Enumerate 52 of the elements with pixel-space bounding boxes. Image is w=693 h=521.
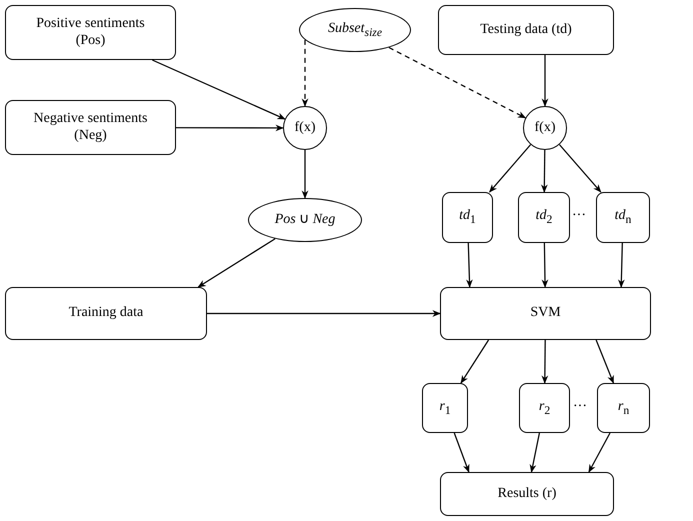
arrow (618, 242, 625, 288)
node-label: td$_{n}$ (614, 208, 632, 227)
arrow (302, 150, 308, 199)
node-label: f(x) (294, 120, 316, 136)
arrow (466, 242, 473, 288)
process-box (422, 383, 468, 433)
node-label: r$_{2}$ (538, 398, 550, 418)
arrow (541, 340, 548, 384)
process-box (597, 383, 650, 433)
node-label: SVM (530, 305, 561, 322)
node-label: r$_{1}$ (439, 398, 451, 418)
arrow (530, 432, 540, 473)
process-box (438, 5, 614, 55)
ellipsis-label: ··· (572, 208, 586, 224)
arrow (489, 144, 532, 193)
node-label: Positive sentiments (Pos) (35, 16, 146, 50)
arrow (207, 310, 441, 317)
arrow (588, 432, 611, 473)
arrow (454, 432, 470, 473)
ellipse-node (523, 106, 567, 150)
ellipsis-label: ··· (573, 399, 587, 415)
arrow (541, 150, 548, 193)
node-label: Training data (68, 305, 144, 322)
node-label: f(x) (534, 120, 556, 136)
process-box (519, 383, 570, 433)
node-label: Testing data (td) (480, 22, 572, 38)
node-label: Negative sentiments (Neg) (32, 110, 148, 144)
process-box (5, 5, 176, 60)
arrow (198, 238, 276, 288)
arrow (152, 59, 286, 120)
process-box (596, 192, 650, 243)
arrow (176, 124, 284, 132)
node-label: r$_{n}$ (618, 398, 630, 418)
node-label: Results (r) (498, 486, 556, 502)
arrow (596, 340, 614, 384)
node-label: Pos ∪ Neg (274, 212, 336, 228)
process-box (5, 100, 176, 155)
node-label: td$_{2}$ (536, 208, 552, 227)
arrow (302, 40, 308, 107)
node-label: Subset$_{size}$ (328, 20, 382, 40)
node-label: td$_{1}$ (459, 208, 476, 227)
process-box (440, 472, 614, 516)
arrow (388, 46, 526, 118)
process-box (518, 192, 570, 243)
process-box (440, 287, 651, 340)
arrow (460, 340, 490, 384)
process-box (442, 192, 493, 243)
arrow (542, 55, 548, 107)
arrow (559, 144, 602, 193)
arrow (542, 243, 548, 288)
ellipse-node (283, 106, 327, 150)
process-box (5, 287, 207, 340)
